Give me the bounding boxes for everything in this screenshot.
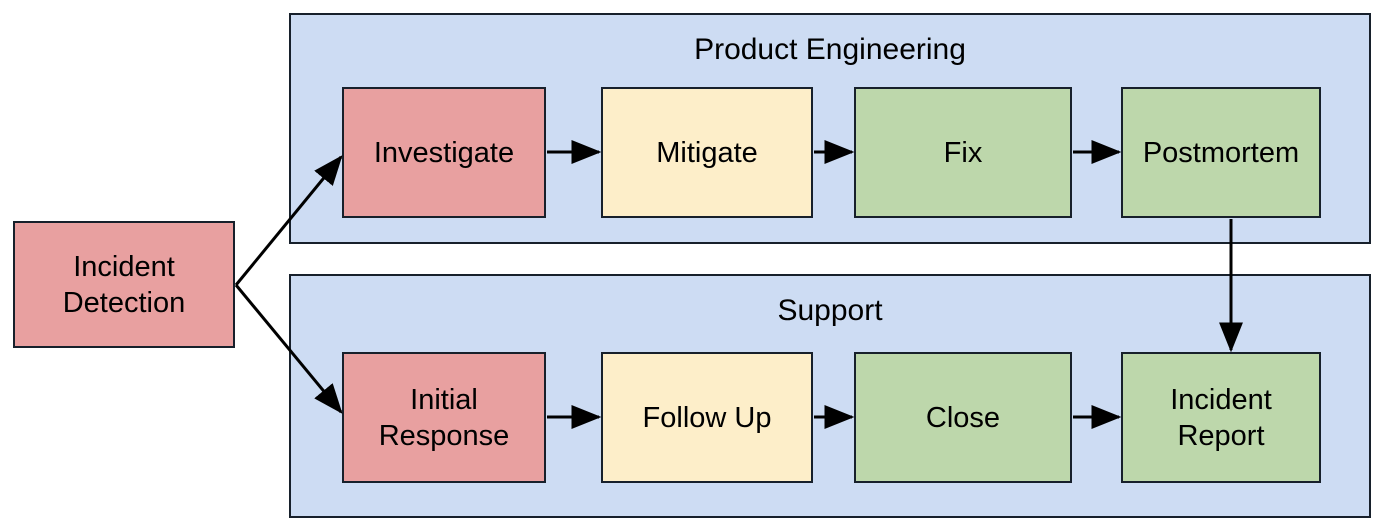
node-label-close: Close: [925, 401, 1001, 434]
node-mitigate[interactable]: Mitigate: [601, 87, 813, 218]
node-label-incident-detection: Incident Detection: [62, 250, 186, 319]
node-label-mitigate: Mitigate: [656, 136, 758, 169]
swimlane-title-product-engineering: Product Engineering: [694, 33, 966, 66]
node-close[interactable]: Close: [854, 352, 1072, 483]
node-investigate[interactable]: Investigate: [342, 87, 546, 218]
node-label-fix: Fix: [943, 136, 983, 169]
swimlane-title-support: Support: [777, 294, 883, 327]
node-incident-detection[interactable]: Incident Detection: [13, 221, 235, 348]
node-initial-response[interactable]: Initial Response: [342, 352, 546, 483]
node-incident-report[interactable]: Incident Report: [1121, 352, 1321, 483]
node-label-initial-response: Initial Response: [378, 383, 510, 452]
node-postmortem[interactable]: Postmortem: [1121, 87, 1321, 218]
node-label-follow-up: Follow Up: [642, 401, 772, 434]
node-follow-up[interactable]: Follow Up: [601, 352, 813, 483]
node-label-incident-report: Incident Report: [1170, 383, 1272, 452]
node-fix[interactable]: Fix: [854, 87, 1072, 218]
node-label-postmortem: Postmortem: [1142, 136, 1300, 169]
node-label-investigate: Investigate: [373, 136, 515, 169]
